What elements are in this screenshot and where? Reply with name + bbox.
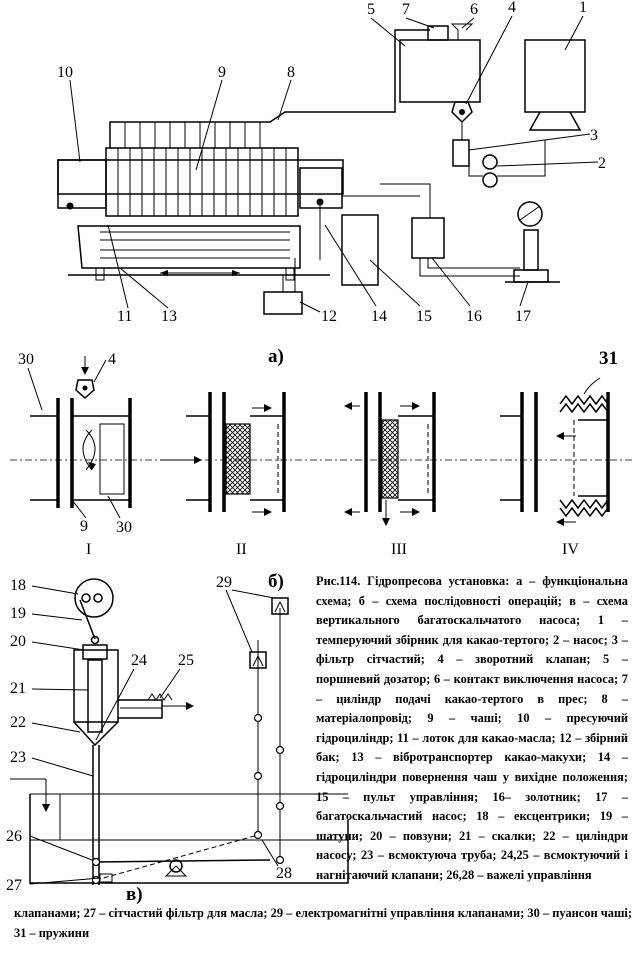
material-pipe-8 xyxy=(109,29,430,148)
pump-17 xyxy=(523,229,539,271)
label-25: 25 xyxy=(178,652,194,669)
caption-body: Гідропресова установка: а – функціональн… xyxy=(316,574,628,882)
label-12: 12 xyxy=(321,308,337,325)
part-c-label: в) xyxy=(126,884,143,905)
pump-cylinder-22 xyxy=(73,649,119,723)
label-23: 23 xyxy=(10,749,26,766)
stage-3 xyxy=(344,392,436,526)
stage-label-4: IV xyxy=(562,541,579,558)
stage-label-3: III xyxy=(391,541,407,558)
part-a-label: а) xyxy=(268,346,284,367)
valve-25-spring xyxy=(147,693,173,701)
label-16: 16 xyxy=(466,308,482,325)
filter-27 xyxy=(99,873,113,883)
label-7: 7 xyxy=(402,1,410,18)
stage1-valve-4 xyxy=(75,379,95,400)
label-31: 31 xyxy=(599,348,618,369)
label-14: 14 xyxy=(371,308,387,325)
scheme-b xyxy=(10,356,632,526)
pivot-right xyxy=(316,198,324,206)
pump-2 xyxy=(482,154,498,170)
valve-24 xyxy=(118,699,163,719)
oil-tank xyxy=(29,794,349,884)
stage-2 xyxy=(160,392,286,516)
label-24: 24 xyxy=(131,652,147,669)
labels-b: 30 4 9 30 31 I II III IV б) xyxy=(18,348,618,592)
label-13: 13 xyxy=(161,308,177,325)
stage-label-2: II xyxy=(236,541,247,558)
label-26: 26 xyxy=(6,828,22,845)
solenoid-29b xyxy=(271,597,289,615)
tray-11 xyxy=(77,225,301,269)
label-22: 22 xyxy=(10,714,26,731)
contact-6 xyxy=(450,23,474,40)
press-cylinder-10 xyxy=(57,159,107,209)
figure-caption-continuation: клапанами; 27 – сітчастий фільтр для мас… xyxy=(14,906,632,940)
cylinder-7 xyxy=(427,25,449,41)
stage-1 xyxy=(30,356,132,508)
spring-31-top xyxy=(559,394,609,406)
label-4: 4 xyxy=(508,0,516,16)
label-9: 9 xyxy=(218,64,226,81)
label-18: 18 xyxy=(10,577,26,594)
label-4-b: 4 xyxy=(108,351,116,368)
label-30-left: 30 xyxy=(18,351,34,368)
label-29: 29 xyxy=(216,574,232,591)
label-2: 2 xyxy=(598,155,606,172)
label-15: 15 xyxy=(416,308,432,325)
labels-c: 18 19 20 21 22 23 24 25 26 27 28 29 в) xyxy=(6,574,292,905)
pivot-left xyxy=(66,202,74,210)
label-9-b: 9 xyxy=(80,518,88,535)
label-20: 20 xyxy=(10,633,26,650)
press-plates xyxy=(105,147,299,217)
part-b-label: б) xyxy=(268,571,284,592)
label-8: 8 xyxy=(287,64,295,81)
spring-31-bottom xyxy=(559,506,609,518)
press-right-head xyxy=(299,167,343,209)
label-17: 17 xyxy=(515,308,531,325)
plunger-21 xyxy=(87,659,103,733)
label-10: 10 xyxy=(57,64,73,81)
check-valve-4 xyxy=(451,101,473,124)
label-6: 6 xyxy=(470,1,478,18)
filter-3 xyxy=(452,139,470,167)
scheme-a xyxy=(57,23,586,315)
label-27: 27 xyxy=(6,877,22,894)
pipe-branches xyxy=(124,122,261,148)
label-21: 21 xyxy=(10,680,26,697)
control-panel-15 xyxy=(341,214,379,286)
leaders-a xyxy=(69,15,599,313)
scheme-c xyxy=(10,578,349,885)
stage-4 xyxy=(500,377,610,526)
eccentric-17 xyxy=(517,201,543,227)
valve-16 xyxy=(411,217,445,259)
dosing-tank-5 xyxy=(399,39,481,103)
tank-12 xyxy=(263,291,303,315)
label-19: 19 xyxy=(10,605,26,622)
labels-a: 1 2 3 4 5 6 7 8 9 10 11 13 12 14 15 16 1… xyxy=(57,0,606,367)
label-5: 5 xyxy=(367,1,375,18)
stage-label-1: I xyxy=(86,541,91,558)
slider-20 xyxy=(82,644,108,660)
connecting-rod-19 xyxy=(79,599,96,640)
label-1: 1 xyxy=(579,0,587,16)
label-28: 28 xyxy=(276,865,292,882)
lever-26 xyxy=(95,859,271,863)
temper-tank-1 xyxy=(524,39,586,113)
eccentric-18 xyxy=(74,578,114,618)
lever-28 xyxy=(95,834,259,881)
label-3: 3 xyxy=(590,127,598,144)
figure-caption: Рис.114. Гідропресова установка: а – фун… xyxy=(316,572,628,886)
caption-title: Рис.114. xyxy=(316,574,361,588)
label-30-bottom: 30 xyxy=(116,519,132,536)
solenoid-29a xyxy=(249,651,267,669)
label-11: 11 xyxy=(117,308,132,325)
